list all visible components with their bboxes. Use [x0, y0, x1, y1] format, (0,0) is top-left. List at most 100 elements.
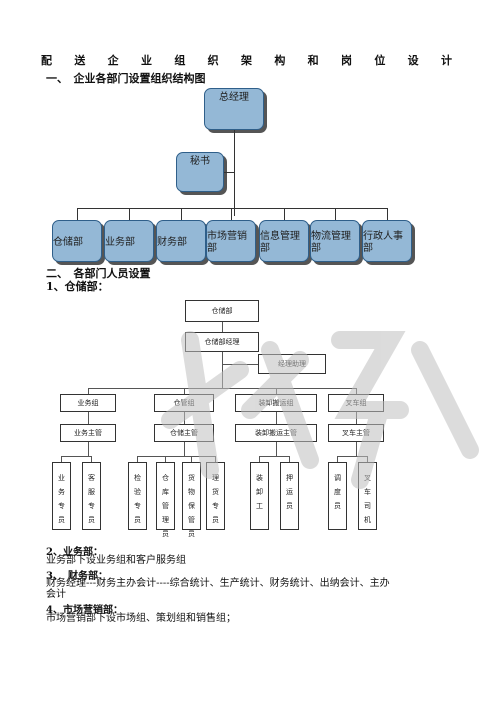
department-label: 业务部	[105, 236, 135, 248]
connector	[129, 208, 130, 220]
department-label: 市场营销	[207, 230, 247, 242]
connector	[181, 208, 182, 220]
staff-char: 专	[134, 502, 141, 510]
connector	[284, 208, 285, 220]
staff-char: 货	[212, 488, 219, 496]
staff-char: 货	[188, 474, 195, 482]
title-char: 送	[74, 54, 86, 67]
sub3-text-line2: 会计	[46, 589, 66, 600]
staff-box: 检验专员	[128, 462, 147, 530]
connector	[77, 208, 78, 220]
sub2-label: 2、业务部：	[46, 547, 103, 558]
staff-char: 专	[58, 502, 65, 510]
staff-char: 工	[256, 502, 263, 510]
department-box: 市场营销部	[206, 220, 256, 262]
department-label: 财务部	[157, 236, 187, 248]
title-char: 业	[141, 54, 152, 67]
department-label-line2: 部	[363, 242, 373, 254]
staff-char: 员	[58, 516, 65, 524]
sub4-text: 市场营销部下设市场组、策划组和销售组；	[46, 613, 236, 624]
connector	[184, 442, 185, 456]
staff-char: 理	[162, 516, 169, 524]
connector	[259, 456, 289, 457]
connector	[276, 442, 277, 456]
staff-box: 货物保管员	[182, 462, 201, 538]
department-box: 业务部	[104, 220, 154, 262]
connector	[337, 456, 367, 457]
staff-char: 专	[88, 502, 95, 510]
title-char: 和	[307, 54, 319, 67]
connector	[88, 412, 89, 424]
staff-char: 员	[162, 530, 169, 538]
group-box: 叉车组	[328, 394, 384, 412]
warehouse-manager-box: 仓储部经理	[185, 332, 259, 352]
department-label: 物流管理	[311, 230, 351, 242]
group-box: 业务组	[60, 394, 116, 412]
staff-box: 装卸工	[250, 462, 269, 530]
connector	[222, 322, 223, 332]
connector	[387, 208, 388, 220]
assistant-box: 经理助理	[258, 354, 326, 374]
title-char: 构	[274, 54, 286, 67]
connector	[137, 456, 138, 462]
staff-char: 运	[286, 488, 293, 496]
staff-char: 车	[364, 488, 371, 496]
staff-char: 卸	[256, 488, 263, 496]
department-box: 行政人事部	[362, 220, 412, 262]
department-label-line2: 部	[207, 242, 217, 254]
department-label: 行政人事	[363, 230, 403, 242]
connector	[88, 388, 89, 394]
connector	[137, 456, 215, 457]
title-char: 织	[207, 54, 219, 67]
staff-char: 检	[134, 474, 141, 482]
staff-char: 员	[88, 516, 95, 524]
group-box: 装卸搬运组	[235, 394, 317, 412]
staff-char: 服	[88, 488, 95, 496]
staff-char: 装	[256, 474, 263, 482]
staff-char: 保	[188, 502, 195, 510]
staff-char: 员	[286, 502, 293, 510]
group-lead-box: 叉车主管	[328, 424, 384, 442]
sub1-label: 1、仓储部：	[46, 280, 109, 293]
title-char: 位	[374, 54, 386, 67]
title-char: 岗	[341, 54, 352, 67]
connector	[77, 208, 387, 209]
staff-char: 验	[134, 488, 141, 496]
staff-char: 管	[162, 502, 169, 510]
department-box: 信息管理部	[259, 220, 309, 262]
staff-char: 理	[212, 474, 219, 482]
connector	[88, 442, 89, 456]
warehouse-box: 仓储部	[185, 300, 259, 322]
staff-box: 调度员	[328, 462, 347, 530]
title-char: 配	[41, 54, 52, 67]
connector	[231, 208, 232, 220]
department-box: 财务部	[156, 220, 206, 262]
staff-box: 仓库管理员	[156, 462, 175, 538]
title-char: 组	[174, 54, 186, 67]
connector	[61, 456, 91, 457]
connector	[61, 456, 62, 462]
staff-char: 司	[364, 502, 371, 510]
general-manager-box: 总经理	[204, 88, 264, 130]
group-lead-box: 仓储主管	[154, 424, 214, 442]
department-label: 仓储部	[53, 236, 83, 248]
section2-heading: 二、 各部门人员设置	[46, 267, 151, 280]
staff-char: 仓	[162, 474, 169, 482]
staff-char: 机	[364, 516, 371, 524]
staff-box: 客服专员	[82, 462, 101, 530]
connector	[91, 456, 92, 462]
staff-char: 物	[188, 488, 195, 496]
staff-char: 调	[334, 474, 341, 482]
section1-heading: 一、 企业各部门设置组织结构图	[46, 72, 206, 85]
staff-box: 押运员	[280, 462, 299, 530]
staff-char: 押	[286, 474, 293, 482]
connector	[222, 352, 223, 388]
connector	[356, 412, 357, 424]
staff-char: 库	[162, 488, 169, 496]
connector	[222, 364, 258, 365]
sub4-label: 4、市场营销部：	[46, 605, 123, 616]
department-box: 仓储部	[52, 220, 102, 262]
staff-box: 理货专员	[206, 462, 225, 530]
staff-char: 客	[88, 474, 95, 482]
department-label-line2: 部	[311, 242, 321, 254]
